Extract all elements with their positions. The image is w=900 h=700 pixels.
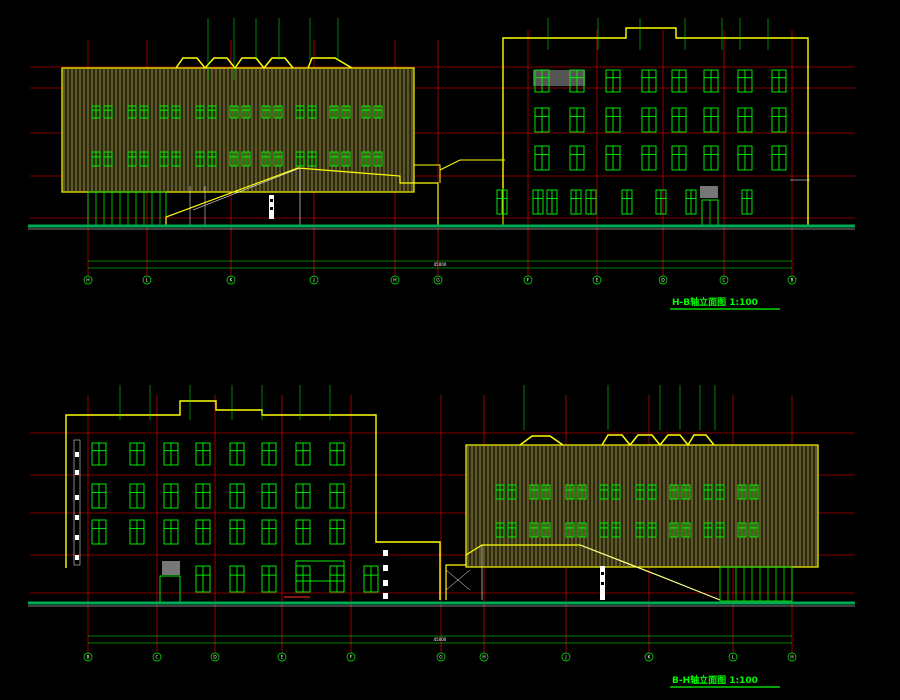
axis-bubble-bot-4: F (346, 652, 356, 662)
axis-label-top-7: E (596, 278, 599, 284)
axis-bubble-bot-5: G (436, 652, 446, 662)
axis-label-top-0: H (86, 278, 89, 284)
axis-label-bot-6: H (482, 655, 485, 661)
axis-bubble-top-5: G (433, 275, 443, 285)
axis-bubble-bot-8: K (644, 652, 654, 662)
axis-bubble-top-3: J (309, 275, 319, 285)
axis-bubble-top-1: L (142, 275, 152, 285)
axis-label-bot-5: G (439, 655, 443, 661)
left-building-facade (61, 57, 505, 226)
overall-dimension-top: 45000 (434, 262, 447, 267)
axis-label-top-5: G (436, 278, 440, 284)
axis-label-bot-0: B (86, 655, 89, 661)
elevation-h-b: 45000 H L K J H G F E D C B H-B轴立面图 1:100 (28, 18, 855, 310)
axis-label-top-9: C (722, 278, 725, 284)
right-building-bottom (445, 434, 819, 602)
annotation-leaders-bottom (119, 385, 716, 430)
axis-bubble-bot-10: H (787, 652, 797, 662)
axis-label-bot-2: D (213, 655, 217, 661)
axis-label-top-10: B (790, 278, 793, 284)
right-building-facade (496, 27, 810, 226)
axis-label-top-1: L (146, 278, 149, 284)
drawing-title-b-h: B-H轴立面图 1:100 (672, 674, 758, 686)
axis-bubble-bot-7: J (561, 652, 571, 662)
axis-bubble-bot-0: B (83, 652, 93, 662)
axis-label-bot-7: J (564, 655, 566, 661)
axis-bubble-bot-6: H (479, 652, 489, 662)
axis-label-top-6: F (527, 278, 530, 284)
axis-bubble-top-7: E (592, 275, 602, 285)
axis-bubble-top-4: H (390, 275, 400, 285)
axis-bubble-bot-9: L (728, 652, 738, 662)
overall-dimension-bottom: 45000 (434, 637, 447, 642)
elevation-b-h: 45000 B C D E F G H J K L H B-H轴立面图 1:100 (28, 385, 855, 688)
axis-bubble-top-10: B (787, 275, 797, 285)
axis-bubble-top-6: F (523, 275, 533, 285)
axis-bubble-bot-1: C (152, 652, 162, 662)
axis-label-top-8: D (661, 278, 665, 284)
axis-label-top-4: H (393, 278, 396, 284)
left-building-bottom (65, 400, 441, 603)
axis-label-bot-10: H (790, 655, 793, 661)
axis-label-bot-1: C (155, 655, 158, 661)
axis-label-bot-3: E (281, 655, 284, 661)
axis-label-bot-9: L (732, 655, 735, 661)
axis-bubble-top-8: D (658, 275, 668, 285)
annotation-leaders (207, 18, 769, 80)
drawing-title-h-b: H-B轴立面图 1:100 (672, 296, 758, 308)
axis-label-bot-8: K (648, 655, 652, 661)
axis-bubble-bot-3: E (277, 652, 287, 662)
axis-bubble-top-9: C (719, 275, 729, 285)
axis-label-bot-4: F (350, 655, 353, 661)
axis-bubble-bot-2: D (210, 652, 220, 662)
axis-bubble-top-0: H (83, 275, 93, 285)
axis-label-top-3: J (312, 278, 314, 284)
axis-bubble-top-2: K (226, 275, 236, 285)
axis-label-top-2: K (230, 278, 234, 284)
